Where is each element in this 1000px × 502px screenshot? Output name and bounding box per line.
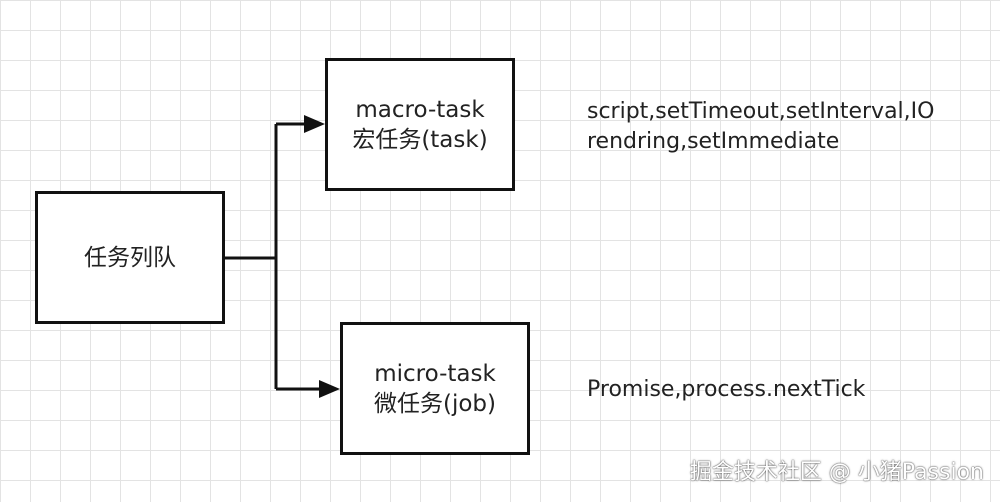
micro-task-label-en: micro-task bbox=[374, 360, 496, 387]
macro-task-label-en: macro-task bbox=[355, 96, 485, 123]
watermark: 掘金技术社区 @ 小猪Passion bbox=[689, 460, 984, 485]
macro-task-description-line: script,setTimeout,setInterval,IO bbox=[587, 99, 935, 124]
micro-task-label-cn: 微任务(job) bbox=[373, 390, 496, 417]
micro-task-description: Promise,process.nextTick bbox=[587, 375, 865, 405]
micro-task-description-line: Promise,process.nextTick bbox=[587, 377, 866, 402]
macro-task-node: macro-task 宏任务(task) bbox=[325, 58, 515, 191]
macro-task-description-line: rendring,setImmediate bbox=[587, 129, 840, 154]
macro-task-label-cn: 宏任务(task) bbox=[352, 126, 488, 153]
task-queue-label: 任务列队 bbox=[84, 244, 176, 271]
arrowhead-to-macro bbox=[304, 115, 325, 133]
arrowhead-to-micro bbox=[319, 380, 340, 398]
task-queue-node: 任务列队 bbox=[35, 191, 225, 324]
micro-task-node: micro-task 微任务(job) bbox=[340, 322, 530, 455]
macro-task-description: script,setTimeout,setInterval,IO rendrin… bbox=[587, 97, 934, 157]
